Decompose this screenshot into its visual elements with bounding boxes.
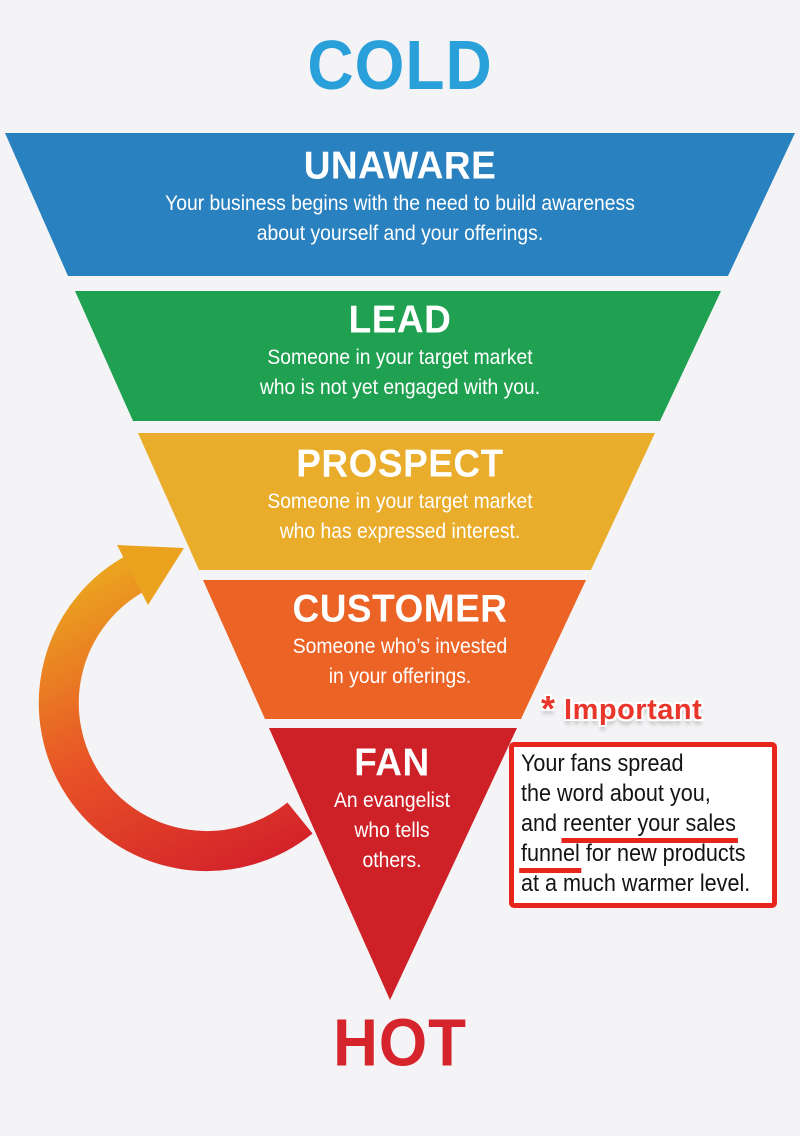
stage-lead-shape	[75, 291, 721, 421]
asterisk-icon: *	[541, 688, 556, 729]
stage-name: CUSTOMER	[292, 586, 508, 630]
stage-name: UNAWARE	[303, 143, 497, 187]
stage-name: LEAD	[348, 297, 452, 341]
important-label-text: Important	[564, 694, 703, 726]
cold-label: COLD	[307, 26, 493, 104]
hot-label: HOT	[333, 1006, 467, 1081]
stage-customer-shape	[203, 580, 586, 719]
stage-name: FAN	[354, 740, 430, 784]
recycle-arrow	[38, 554, 313, 872]
stage-unaware-shape	[5, 133, 795, 276]
stage-label-unaware: UNAWARE Your business begins with the ne…	[0, 143, 800, 249]
recycle-arrowhead-icon	[117, 545, 184, 605]
stage-description: Your business begins with the need to bu…	[165, 192, 635, 245]
important-callout: * Important	[541, 688, 703, 729]
stage-prospect-shape	[138, 433, 655, 570]
stage-name: PROSPECT	[296, 441, 504, 485]
stage-fan-shape	[269, 728, 517, 1000]
